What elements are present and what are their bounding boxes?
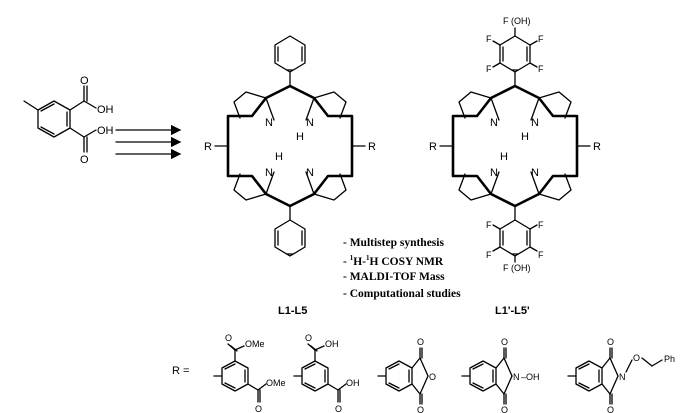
label-l1-l5: L1-L5 <box>278 305 307 317</box>
r-group-n-hydroxyimide: O N –OH O <box>461 337 540 413</box>
f-bottom-right-2: F <box>538 250 544 260</box>
f-bottom-left-2: F <box>486 250 492 260</box>
h-bottom-left: H <box>275 151 283 163</box>
r-group-dimethyl-ester: O OMe OMe O <box>213 333 286 413</box>
multistep-arrows <box>115 124 182 160</box>
r-group-anhydride: O O O <box>377 337 436 413</box>
carbonyl-o-top: O <box>80 75 89 87</box>
r5-ph: Ph <box>664 354 675 364</box>
note-multistep-synthesis: - Multistep synthesis <box>343 237 444 249</box>
note-cosy-mid: H- <box>353 255 366 268</box>
r4-o-bottom: O <box>501 405 508 413</box>
n-top-left: N <box>265 117 273 129</box>
r3-o-top: O <box>417 337 424 347</box>
r3-o-bottom: O <box>417 405 424 413</box>
note-cosy-sup2: 1 <box>366 254 370 262</box>
r-right-2: R <box>593 141 601 153</box>
note-cosy-suffix: H COSY NMR <box>369 255 444 268</box>
n-top-right: N <box>306 117 314 129</box>
r3-o-ring: O <box>429 372 436 382</box>
note-computational: - Computational studies <box>343 288 461 300</box>
r4-n: N <box>513 372 520 382</box>
r5-o-top: O <box>607 337 614 347</box>
n-bottom-left: N <box>265 167 273 179</box>
r-group-n-benzyloxyimide: O N O Ph O <box>567 337 675 413</box>
r5-o-bottom: O <box>607 405 614 413</box>
r-equals: R = <box>172 365 189 377</box>
n-bottom-right: N <box>306 167 314 179</box>
h-top-right: H <box>296 131 304 143</box>
note-maldi-tof: - MALDI-TOF Mass <box>343 271 445 283</box>
h-bottom-left-2: H <box>500 151 508 163</box>
n-bottom-right-2: N <box>531 167 539 179</box>
carbonyl-o-bottom: O <box>80 154 89 166</box>
f-top-right-2: F <box>538 64 544 74</box>
r2-o-bottom: O <box>335 404 342 413</box>
f-bottom-left-1: F <box>486 220 492 230</box>
r2-oh-top: OH <box>325 339 339 349</box>
f-top-left-2: F <box>486 64 492 74</box>
porphyrin-l1p-l5p: F (OH) F F F F F F F F F (OH) N N H <box>429 16 601 273</box>
label-l1p-l5p: L1'-L5' <box>495 305 530 317</box>
note-cosy-sup1: 1 <box>349 254 354 262</box>
r-left: R <box>204 141 212 153</box>
r5-o-link: O <box>633 353 640 363</box>
r4-o-top: O <box>501 337 508 347</box>
porphyrin-l1-l5: N N H N H N R R <box>204 35 376 257</box>
r1-ome-bottom: OMe <box>266 378 286 388</box>
starting-material-4-methylphthalic-acid: O OH OH O <box>23 75 114 166</box>
hydroxyl-top-label: OH <box>97 104 114 116</box>
r2-oh-bottom: OH <box>346 378 360 388</box>
h-top-right-2: H <box>521 131 529 143</box>
note-cosy-prefix: - <box>343 255 350 268</box>
n-bottom-left-2: N <box>490 167 498 179</box>
r1-ome-top: OMe <box>245 339 265 349</box>
r-left-2: R <box>429 141 437 153</box>
f-oh-bottom: F (OH) <box>503 263 531 273</box>
f-top-right-1: F <box>538 34 544 44</box>
r1-o-top: O <box>225 333 232 343</box>
hydroxyl-bottom-label: OH <box>97 125 114 137</box>
f-bottom-right-1: F <box>538 220 544 230</box>
r2-o-top: O <box>305 333 312 343</box>
n-top-right-2: N <box>531 117 539 129</box>
n-top-left-2: N <box>490 117 498 129</box>
f-top-left-1: F <box>486 34 492 44</box>
r1-o-bottom: O <box>255 404 262 413</box>
note-cosy-nmr: - 1H-1H COSY NMR <box>343 254 443 268</box>
r-group-diacid: O OH OH O <box>293 333 360 413</box>
r5-n: N <box>619 372 626 382</box>
r4-oh: –OH <box>521 372 540 382</box>
r-right: R <box>368 141 376 153</box>
f-oh-top: F (OH) <box>503 16 531 26</box>
